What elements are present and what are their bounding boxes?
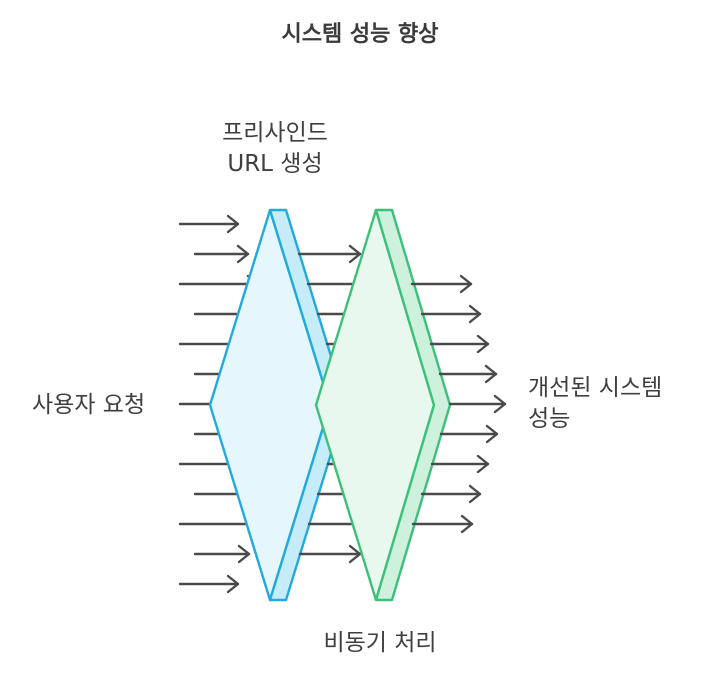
middle-arrow: [297, 244, 362, 264]
output-label-line1: 개선된 시스템: [528, 375, 663, 401]
input-arrow: [178, 574, 240, 594]
input-arrow: [193, 244, 250, 264]
output-arrow: [448, 394, 507, 414]
middle-arrow: [298, 544, 362, 564]
output-label-line2: 성능: [528, 406, 571, 432]
diagram-title: 시스템 성능 향상: [281, 22, 439, 47]
input-arrow: [193, 544, 251, 564]
filter-2-label: 비동기 처리: [323, 630, 437, 656]
output-arrow: [410, 274, 473, 294]
output-arrow: [438, 364, 498, 384]
output-arrow: [439, 424, 499, 444]
filter-1-label-line1: 프리사인드: [222, 120, 328, 146]
input-arrow: [178, 214, 240, 234]
output-arrow: [429, 334, 490, 354]
filter-1-label: 프리사인드 URL 생성: [195, 118, 355, 180]
filter-2-front: [314, 208, 436, 602]
output-label: 개선된 시스템 성능: [528, 373, 662, 435]
input-label: 사용자 요청: [32, 392, 146, 418]
filter-1-label-line2: URL 생성: [227, 151, 323, 177]
output-arrow: [420, 304, 482, 324]
filter-1-front: [208, 208, 332, 602]
output-arrow: [420, 484, 482, 504]
filter-2-side: [374, 208, 452, 602]
output-arrow: [411, 514, 474, 534]
output-arrow: [430, 454, 490, 474]
